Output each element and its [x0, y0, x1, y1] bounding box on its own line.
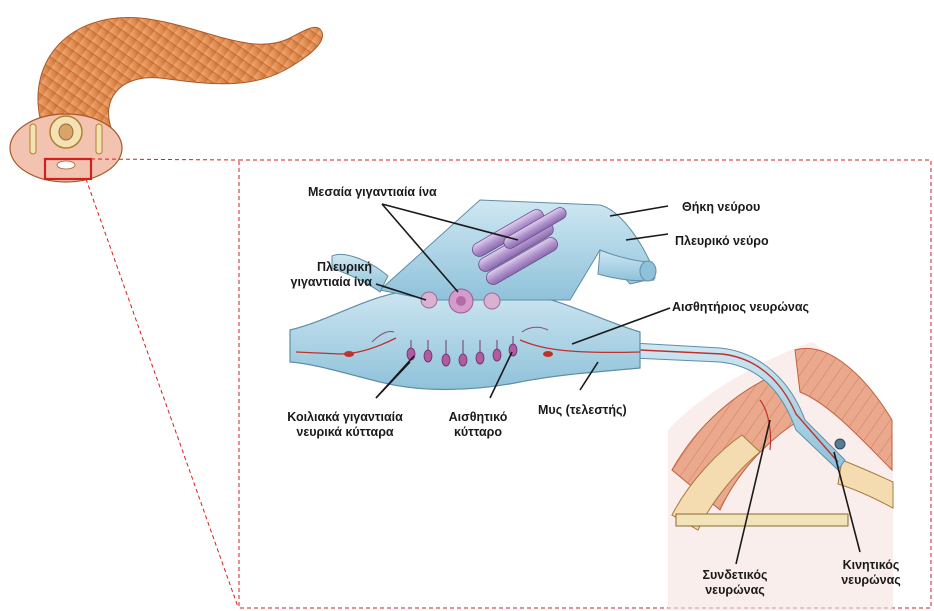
label-lateral-giant-fiber: Πλευρική γιγαντιαία ίνα [276, 260, 373, 290]
leader-ventral-giant-2 [375, 361, 411, 399]
zoom-line-bottom [85, 178, 239, 608]
nerve-branch-tube [631, 342, 846, 471]
label-motor-neuron: Κινητικός νευρώνας [826, 558, 916, 588]
epidermis-band-right [837, 459, 894, 509]
motor-neuron-ending [834, 438, 846, 450]
label-motor-neuron-line2: νευρώνας [841, 573, 901, 587]
label-lateral-giant-fiber-line2: γιγαντιαία ίνα [290, 275, 373, 289]
label-sensory-cell-line1: Αισθητικό [448, 410, 508, 424]
earthworm-illustration [9, 17, 323, 183]
cross-section-gut-inner [58, 123, 74, 141]
label-sensory-cell-line2: κύτταρο [453, 425, 503, 439]
leader-interneuron [735, 419, 771, 565]
cord-axons [295, 326, 641, 357]
sensory-axon-main [295, 337, 641, 355]
leader-motor-neuron [833, 451, 861, 553]
leader-lateral-giant [375, 283, 427, 301]
leader-lines [375, 203, 861, 565]
leader-median-giant-2 [381, 203, 459, 293]
label-motor-neuron-line1: Κινητικός [842, 558, 900, 572]
circular-muscle [794, 348, 893, 472]
leader-nerve-sheath [609, 205, 669, 217]
cross-section-left-muscle [29, 123, 37, 155]
label-ventral-giant-cells-line1: Κοιλιακά γιγαντιαία [287, 410, 403, 424]
neuron-cell-left [344, 351, 354, 357]
label-lateral-nerve: Πλευρικό νεύρο [675, 234, 769, 249]
label-lateral-giant-fiber-line1: Πλευρική [317, 260, 372, 274]
giant-fiber-3 [486, 237, 558, 285]
epidermis-band [671, 434, 761, 531]
dendrite-right [521, 326, 549, 333]
nerve-branch-to-muscle [631, 342, 846, 471]
label-median-giant-fiber-text: Μεσαία γιγαντιαία ίνα [308, 185, 437, 199]
label-sensory-cell: Αισθητικό κύτταρο [438, 410, 518, 440]
giant-fiber-4 [503, 207, 567, 249]
cross-section-nerve-cord [56, 160, 76, 170]
dendrite-left [371, 331, 395, 343]
zoom-callout [85, 158, 932, 609]
label-muscle-effector: Μυς (τελεστής) [538, 403, 627, 418]
earthworm-body [37, 17, 323, 131]
lateral-giant-fiber-left [420, 291, 438, 309]
neuron-cell-right [543, 351, 553, 357]
zoom-box [238, 159, 932, 609]
leader-sensory-cell [489, 351, 513, 399]
label-interneuron-line1: Συνδετικός [702, 568, 768, 582]
median-giant-fiber-core [456, 296, 466, 306]
label-ventral-giant-cells-line2: νευρικά κύτταρα [296, 425, 394, 439]
label-muscle-effector-text: Μυς (τελεστής) [538, 403, 627, 417]
nerve-cord-highlight-box [43, 157, 93, 181]
leader-sensory-neuron [571, 307, 671, 345]
cuticle-row [675, 513, 849, 527]
lateral-nerve-stub-end [639, 260, 657, 282]
cross-section-right-muscle [95, 123, 103, 155]
label-sensory-neuron: Αισθητήριος νευρώνας [672, 300, 809, 315]
giant-fiber-cross-sections [420, 288, 501, 314]
label-nerve-sheath: Θήκη νεύρου [682, 200, 760, 215]
interneuron-process [759, 399, 772, 451]
label-interneuron-line2: νευρώνας [705, 583, 765, 597]
body-wall-detail [668, 342, 894, 610]
label-nerve-sheath-text: Θήκη νεύρου [682, 200, 761, 214]
label-lateral-nerve-text: Πλευρικό νεύρο [675, 234, 769, 248]
label-median-giant-fiber: Μεσαία γιγαντιαία ίνα [308, 185, 437, 200]
leader-median-giant-1 [381, 203, 519, 241]
leader-lateral-nerve [625, 233, 669, 241]
median-giant-fibers [472, 207, 567, 285]
label-sensory-neuron-text: Αισθητήριος νευρώνας [672, 300, 810, 314]
leader-muscle [579, 361, 599, 391]
label-interneuron: Συνδετικός νευρώνας [690, 568, 780, 598]
lateral-giant-fiber-right [483, 292, 501, 310]
label-ventral-giant-cells: Κοιλιακά γιγαντιαία νευρικά κύτταρα [270, 410, 420, 440]
lateral-nerve-left-stub [331, 253, 389, 293]
sensory-axon-branch [639, 349, 839, 463]
zoom-line-top [90, 158, 241, 161]
